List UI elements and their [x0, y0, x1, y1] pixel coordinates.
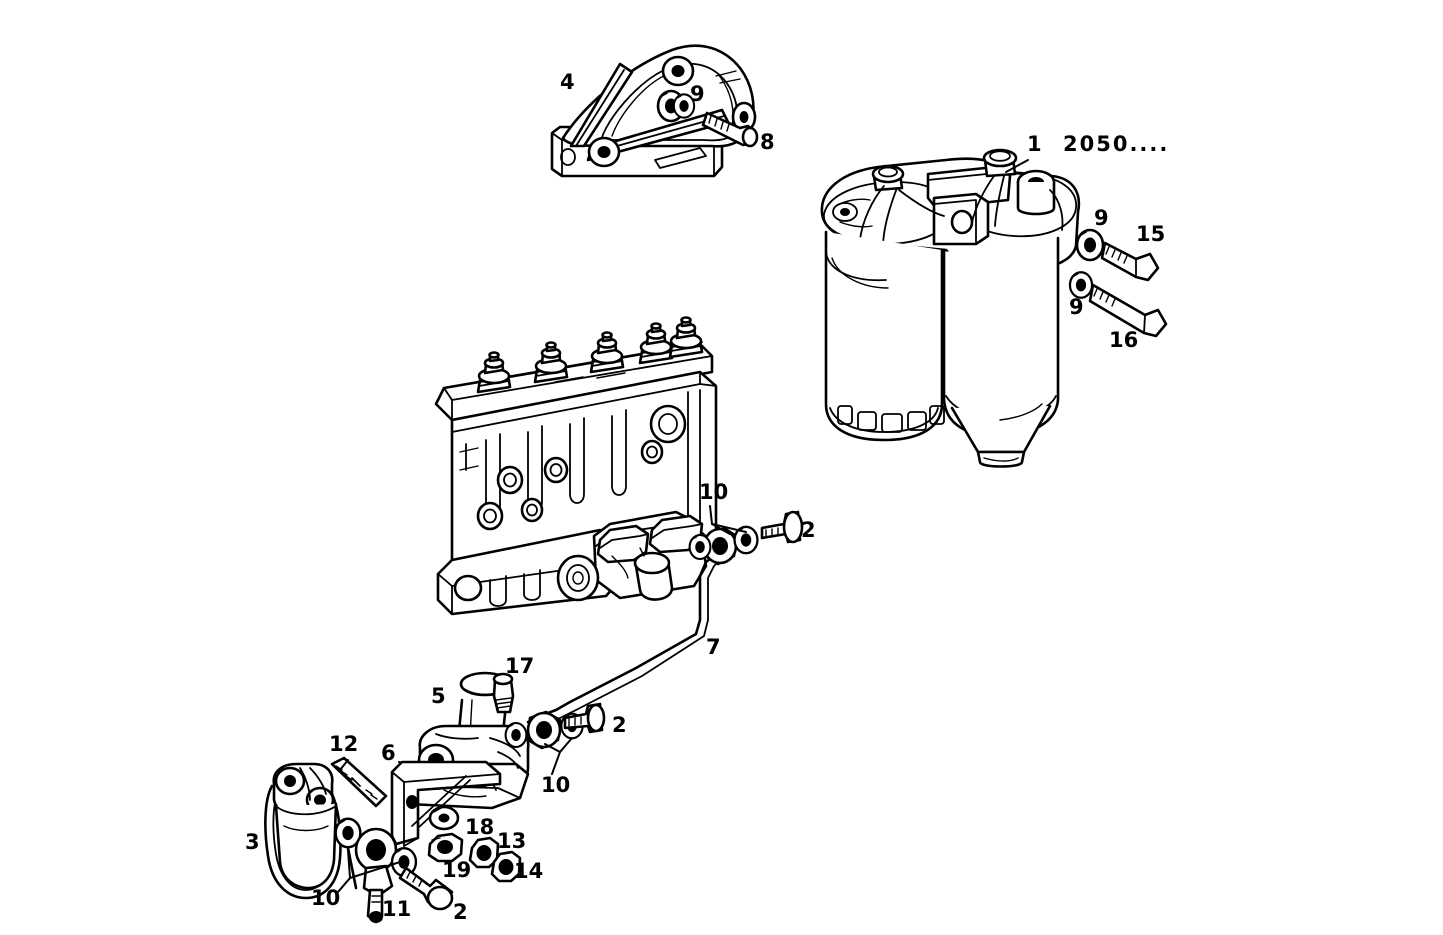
- dual-fuel-filter-assembly: [820, 148, 1168, 468]
- callout-19: 19: [442, 858, 472, 882]
- callout-10-lower: 10: [311, 886, 341, 910]
- callout-3: 3: [245, 830, 260, 854]
- reference-code-2050: 2050....: [1063, 132, 1170, 156]
- callout-4: 4: [560, 70, 575, 94]
- callout-2-middle: 2: [612, 713, 627, 737]
- callout-5: 5: [431, 684, 446, 708]
- fuel-strainer-assembly: [264, 762, 342, 900]
- injection-pump-assembly: [434, 316, 718, 616]
- callout-9-top: 9: [690, 82, 705, 106]
- callout-2-lower: 2: [453, 900, 468, 924]
- callout-8: 8: [760, 130, 775, 154]
- callout-14: 14: [514, 859, 544, 883]
- callout-9-lower: 9: [1069, 295, 1084, 319]
- support-bracket-assembly: [550, 44, 759, 178]
- banjo-bolt-11-assembly: [334, 817, 418, 924]
- callout-10-upper: 10: [699, 480, 729, 504]
- callout-15: 15: [1136, 222, 1166, 246]
- callout-13: 13: [497, 829, 527, 853]
- callout-10-middle: 10: [541, 773, 571, 797]
- callout-7: 7: [706, 635, 721, 659]
- callout-16: 16: [1109, 328, 1139, 352]
- callout-1: 1: [1027, 132, 1042, 156]
- callout-6: 6: [381, 741, 396, 765]
- callout-17: 17: [505, 654, 535, 678]
- callout-12: 12: [329, 732, 359, 756]
- small-hardware: [398, 805, 522, 911]
- callout-9-upper: 9: [1094, 206, 1109, 230]
- callout-18: 18: [465, 815, 495, 839]
- callout-2-upper: 2: [801, 518, 816, 542]
- callout-11: 11: [382, 897, 412, 921]
- stud: [330, 756, 388, 808]
